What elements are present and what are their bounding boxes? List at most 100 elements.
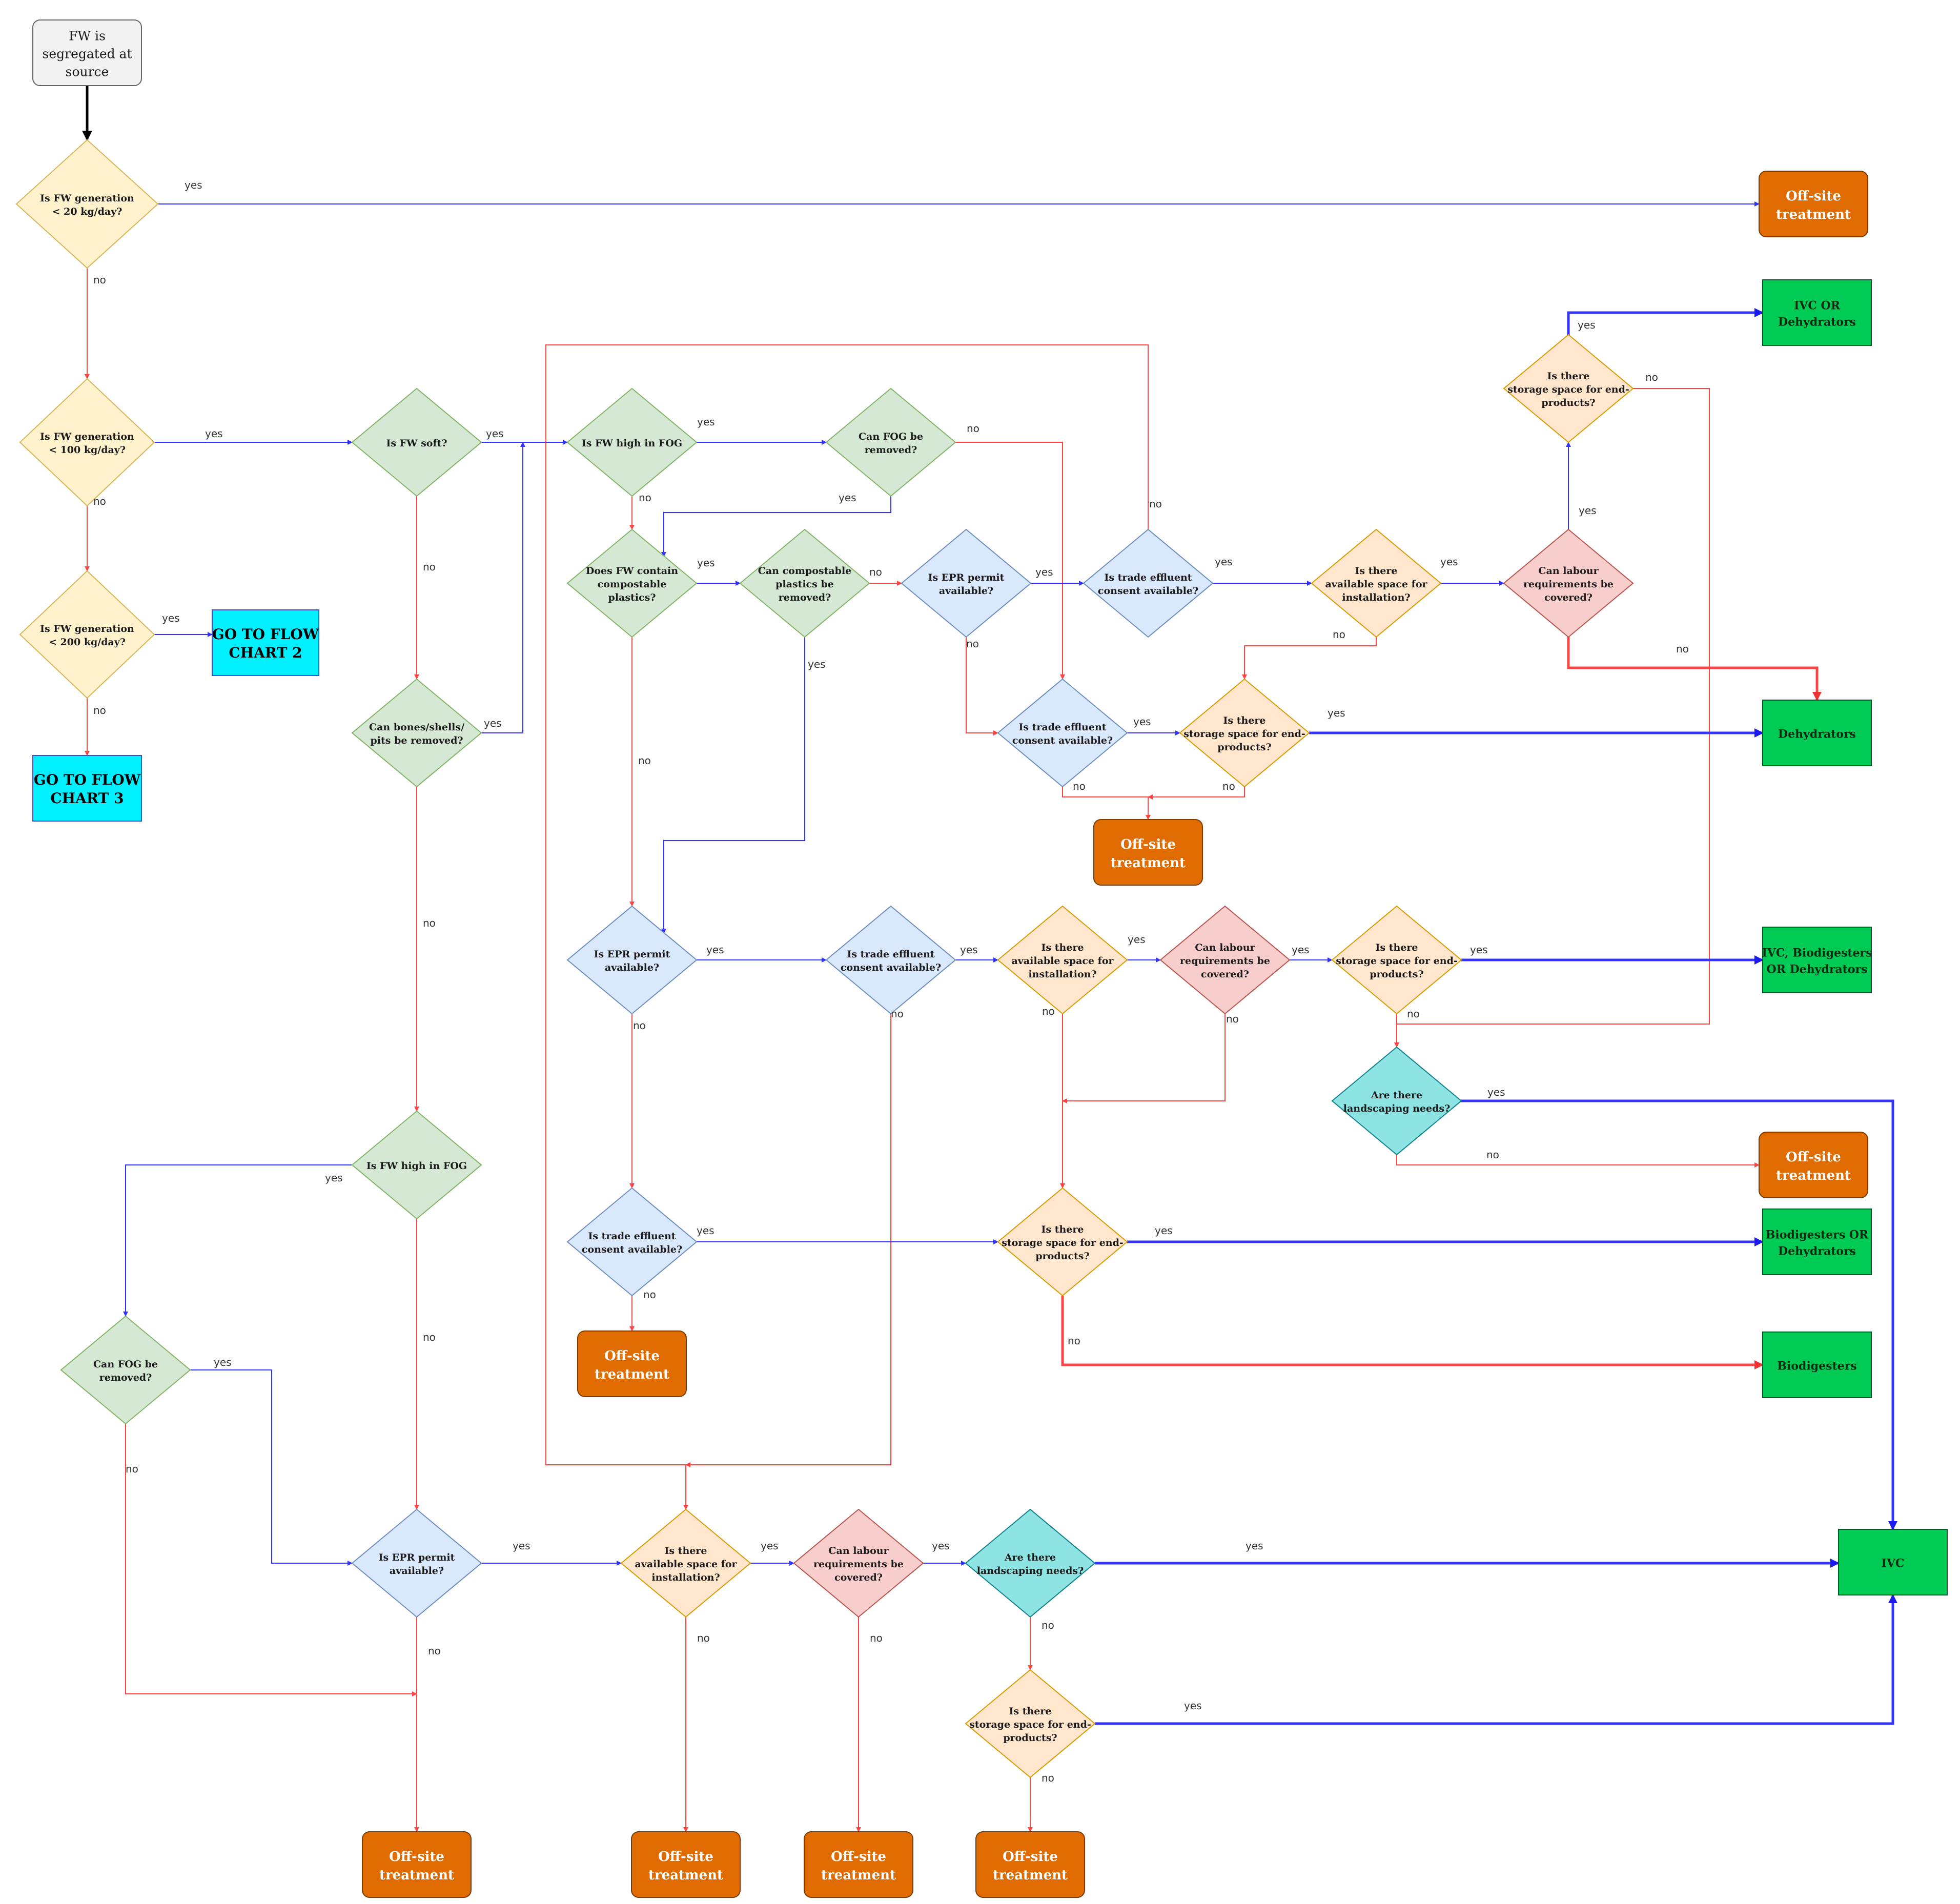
decision-trade-mid-shape [825,905,956,1015]
decision-generation-lt-200-text-0: Is FW generation [40,623,134,634]
edge-label-no-labour-mid: no [1226,1013,1239,1025]
offsite-treatment-bottom-3-text-0: Off-site [831,1849,886,1865]
decision-storage-mid-text-1: storage space for end- [1336,955,1458,967]
edge-label-no-comprem: no [869,566,882,578]
decision-fog-removed-top-text-0: Can FOG be [859,431,923,442]
edge-label-yes-space-bottom: yes [761,1540,779,1552]
decision-labour-mid-shape [1159,905,1291,1015]
decision-generation-lt-100-text-1: < 100 kg/day? [49,444,126,456]
offsite-treatment-bottom-4-shape [975,1831,1085,1898]
decision-trade-top-text-1: consent available? [1098,585,1198,597]
decision-space-top-text-0: Is there [1355,565,1398,577]
offsite-treatment-low-shape [577,1330,687,1397]
edge-label-yes-fog-left: yes [325,1172,343,1184]
decision-labour-mid-text-1: requirements be [1180,955,1270,967]
flow-edge-no-62 [1061,1296,1764,1369]
edge-label-no-storage-r2: no [1222,780,1235,792]
edge-label-yes-compost: yes [697,557,715,569]
decision-labour-bottom-text-0: Can labour [828,1545,889,1557]
result-biodigesters-or-dehydrators-text-0: Biodigesters OR [1766,1229,1869,1242]
edge-label-yes-land-mid: yes [1487,1086,1505,1098]
offsite-treatment-r2-shape [1093,819,1203,886]
flow-edge-yes-57 [1461,1099,1897,1530]
edge-label-yes-storage-bottom: yes [1184,1700,1202,1712]
flow-edge-yes-27 [661,496,891,557]
decision-landscaping-bottom-text-1: landscaping needs? [977,1565,1084,1577]
edges-layer [82,86,1897,1832]
decision-labour-mid-text-2: covered? [1201,969,1249,980]
decision-generation-lt-100-shape [19,378,155,507]
edge-label-yes-lt200: yes [162,612,180,624]
goto-flow-chart-2-box-text-0: GO TO FLOW [212,626,319,643]
decision-generation-lt-20-text-0: Is FW generation [40,193,134,204]
decision-labour-top-shape [1503,528,1634,638]
decision-fog-removed-top-text-1: removed? [865,444,917,456]
edge-label-yes-fog-top: yes [697,416,715,428]
goto-flow-chart-2-box-text-1: CHART 2 [229,644,302,661]
edge-label-no-compost: no [638,754,651,767]
result-biodigesters-or-dehydrators-shape [1762,1209,1872,1275]
result-dehydrators-text-0: Dehydrators [1778,728,1856,741]
decision-fog-removed-top-shape [825,387,956,497]
decision-space-mid-shape [997,905,1128,1015]
offsite-treatment-bottom-2-text-0: Off-site [658,1849,713,1865]
goto-flow-chart-2-box-shape [212,609,319,676]
decision-landscaping-bottom-shape [965,1508,1096,1618]
decision-space-bottom-text-1: available space for [635,1559,737,1570]
decision-labour-bottom-shape [793,1508,924,1618]
goto-flow-chart-3-box-shape [32,755,142,822]
edge-label-no-fogrem-top: no [967,422,979,435]
decision-storage-mid-text-0: Is there [1376,942,1418,953]
decision-space-bottom-shape [620,1508,751,1618]
edge-label-no-soft: no [423,561,436,573]
edge-labels-layer: yes no yes no yes no yes no yes no yes no yes no yes no… [93,179,1689,1784]
offsite-treatment-r2-text-1: treatment [1111,855,1186,871]
decision-fog-top: Is FW high in FOG [566,387,698,497]
decision-generation-lt-20-shape [15,139,159,269]
edge-label-no-epr-top: no [966,638,979,650]
decision-trade-top-shape [1083,528,1214,638]
edge-label-no-lt100: no [93,495,106,507]
flow-edge-yes-9 [481,442,525,733]
decision-space-mid-text-1: available space for [1011,955,1114,967]
decision-storage-r2-text-1: storage space for end- [1183,728,1305,740]
result-ivc-biodigesters-or-dehydrators-text-1: OR Dehydrators [1766,963,1867,976]
edge-label-yes-comprem: yes [808,658,826,670]
offsite-treatment-mid-shape [1759,1132,1868,1198]
flow-edge-no-50 [685,1014,891,1467]
start-box-text-0: FW is [69,29,106,44]
decision-storage-r2-text-0: Is there [1223,715,1266,726]
offsite-treatment-top-shape [1759,171,1868,237]
offsite-treatment-bottom-3-shape [804,1831,913,1898]
decision-fw-soft: Is FW soft? [351,387,482,497]
offsite-treatment-bottom-4-text-1: treatment [993,1868,1068,1883]
result-ivc: IVC [1838,1529,1948,1595]
edge-label-no-epr-bottom: no [428,1645,441,1657]
decision-space-bottom-text-2: installation? [651,1572,720,1583]
edge-label-yes-space-top: yes [1440,556,1458,568]
edge-label-no-fog-left: no [423,1331,436,1343]
offsite-treatment-bottom-1-shape [362,1831,472,1898]
decision-landscaping-mid-text-1: landscaping needs? [1343,1103,1451,1114]
decision-bones-removed-shape [351,678,482,788]
flow-edge-no-14 [125,1424,417,1696]
decision-compostable-removed-shape [739,528,870,638]
decision-compostable-plastics-shape [566,528,698,638]
result-biodigesters: Biodigesters [1762,1332,1872,1398]
